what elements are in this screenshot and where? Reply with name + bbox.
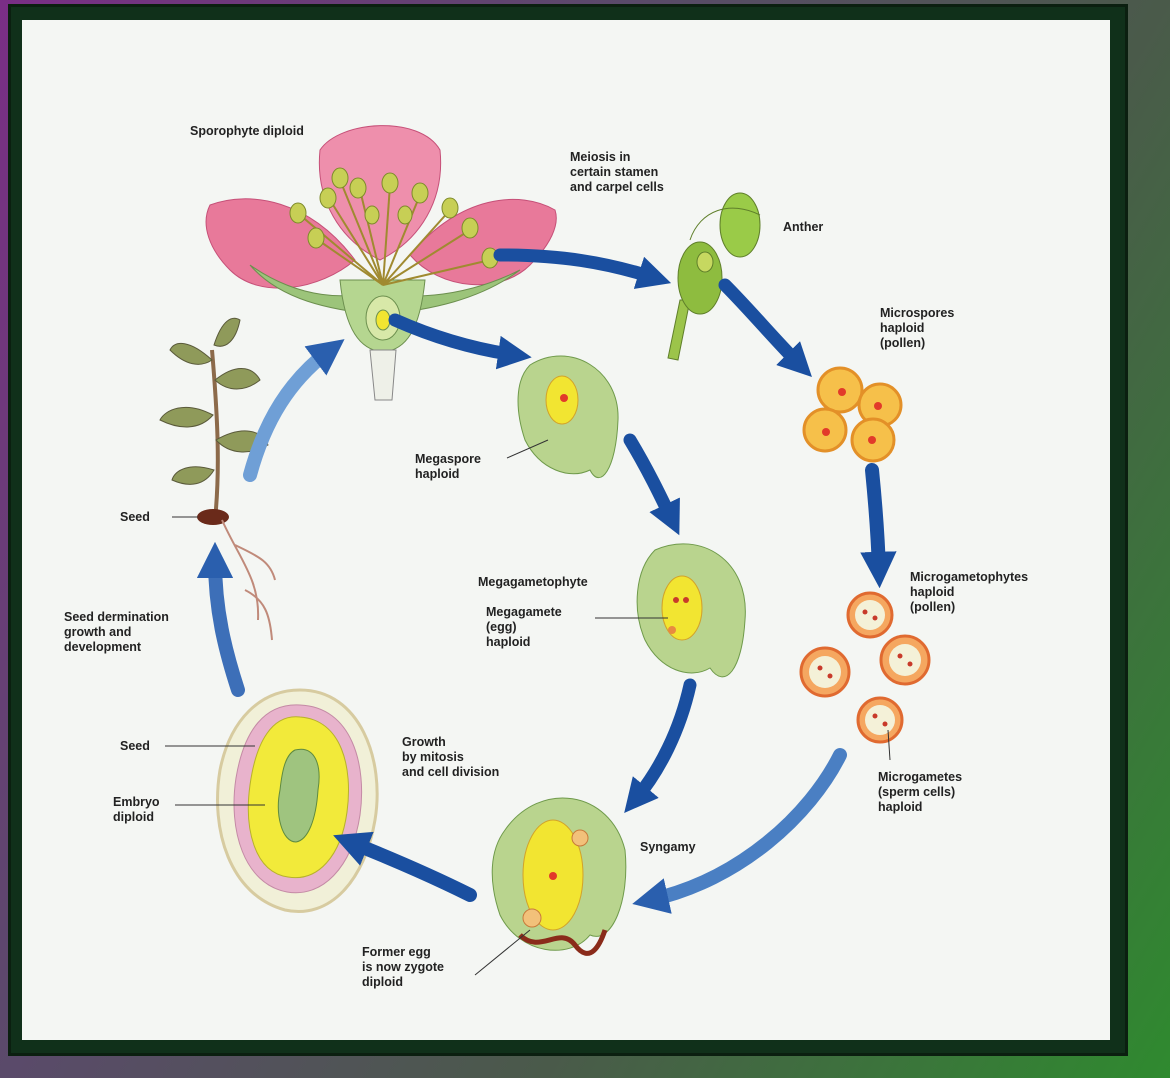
- syngamy-ovule: [492, 798, 626, 953]
- syngamy-label: Syngamy: [640, 840, 696, 855]
- seed-plant-label: Seed: [120, 510, 150, 525]
- sporophyte-label: Sporophyte diploid: [190, 124, 304, 139]
- growth-label: Growth by mitosis and cell division: [402, 735, 499, 780]
- former-egg-label: Former egg is now zygote diploid: [362, 945, 444, 990]
- seed-illustration: [218, 690, 378, 912]
- microspores-label: Microspores haploid (pollen): [880, 306, 954, 351]
- seed-germination-label: Seed dermination growth and development: [64, 610, 169, 655]
- megagametophyte-label: Megagametophyte: [478, 575, 588, 590]
- megagametophyte-ovule: [637, 544, 745, 677]
- megaspore-label: Megaspore haploid: [415, 452, 481, 482]
- megaspore-ovule: [518, 356, 618, 478]
- seed-label: Seed: [120, 739, 150, 754]
- microgametes-label: Microgametes (sperm cells) haploid: [878, 770, 962, 815]
- microgametophytes-label: Microgametophytes haploid (pollen): [910, 570, 1028, 615]
- anther-label: Anther: [783, 220, 823, 235]
- meiosis-label: Meiosis in certain stamen and carpel cel…: [570, 150, 664, 195]
- anther-illustration: [668, 193, 760, 360]
- microspores-illustration: [804, 368, 901, 461]
- megagamete-label: Megagamete (egg) haploid: [486, 605, 562, 650]
- embryo-label: Embryo diploid: [113, 795, 160, 825]
